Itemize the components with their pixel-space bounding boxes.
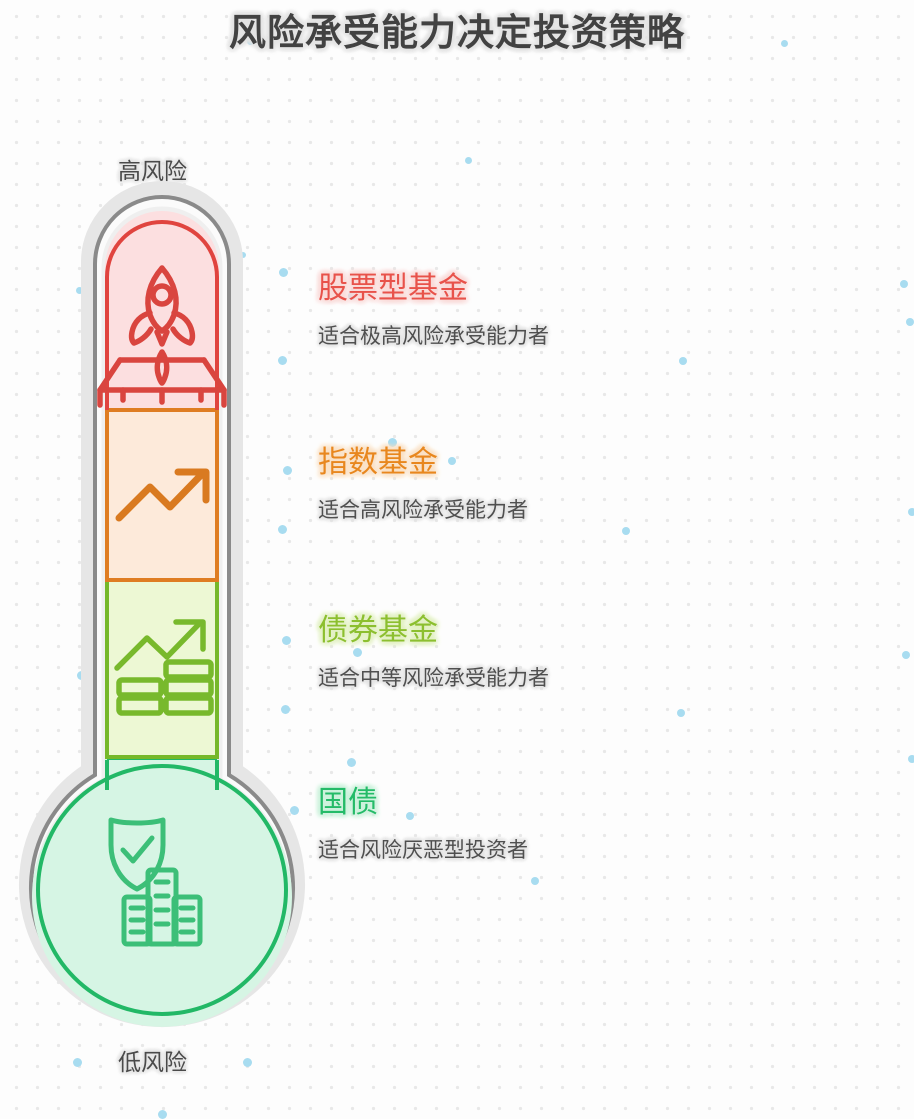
legend-item-index: 指数基金 适合高风险承受能力者 [318,446,528,524]
scale-label-low: 低风险 [118,1049,187,1075]
legend-item-equity: 股票型基金 适合极高风险承受能力者 [318,272,549,350]
legend-title-treasury: 国债 [318,786,378,819]
risk-thermometer [19,181,305,1028]
index-segment-outline [105,408,219,582]
shield-check-bank-icon [108,817,203,947]
legend-desc-index: 适合高风险承受能力者 [318,499,528,522]
legend-desc-treasury: 适合风险厌恶型投资者 [318,839,528,862]
legend-title-equity: 股票型基金 [318,272,468,305]
equity-segment-outline [105,220,219,410]
treasury-bulb-outline [36,764,288,1016]
legend-desc-equity: 适合极高风险承受能力者 [318,325,549,348]
chart-coins-icon [114,619,214,716]
legend-title-bond: 债券基金 [318,614,438,647]
legend-desc-bond: 适合中等风险承受能力者 [318,667,549,690]
trending-up-icon [115,468,210,522]
treasury-neck-edges [105,760,219,790]
legend-item-treasury: 国债 适合风险厌恶型投资者 [318,786,528,864]
rocket-launch-icon [97,265,227,408]
scale-label-high: 高风险 [118,158,187,184]
legend-item-bond: 债券基金 适合中等风险承受能力者 [318,614,549,692]
legend-title-index: 指数基金 [318,446,438,479]
page-title: 风险承受能力决定投资策略 [229,12,685,53]
